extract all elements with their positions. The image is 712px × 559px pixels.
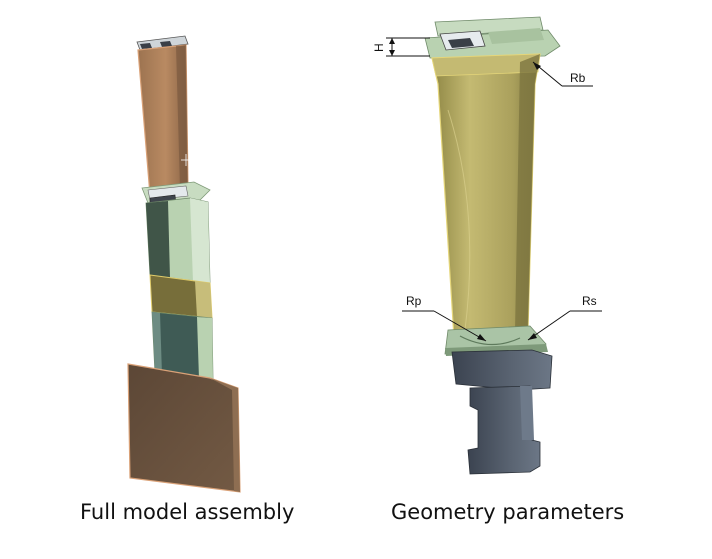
callout-rp: Rp	[402, 294, 487, 342]
geometry-parameters-model: H Rb	[372, 16, 602, 475]
full-model-assembly	[127, 35, 241, 493]
left-blade-airfoil	[137, 44, 191, 196]
right-tip-shroud	[424, 16, 561, 59]
left-base-block	[127, 363, 241, 493]
left-disk-sector-lower	[151, 311, 214, 381]
caption-full-model-assembly: Full model assembly	[80, 500, 295, 524]
callout-rb-label: Rb	[570, 71, 586, 85]
dimension-h-label: H	[372, 43, 386, 52]
callout-rp-label: Rp	[406, 294, 422, 308]
right-root	[451, 349, 553, 475]
callout-rb: Rb	[532, 61, 593, 87]
callout-rs-label: Rs	[582, 294, 597, 308]
left-tip-shroud	[136, 35, 189, 51]
caption-geometry-parameters: Geometry parameters	[391, 500, 625, 524]
right-blade-airfoil	[431, 53, 541, 339]
callout-rs: Rs	[527, 294, 602, 341]
dimension-h: H	[372, 37, 430, 57]
left-disk-sector-middle	[149, 274, 213, 319]
left-disk-sector-upper	[145, 197, 211, 284]
